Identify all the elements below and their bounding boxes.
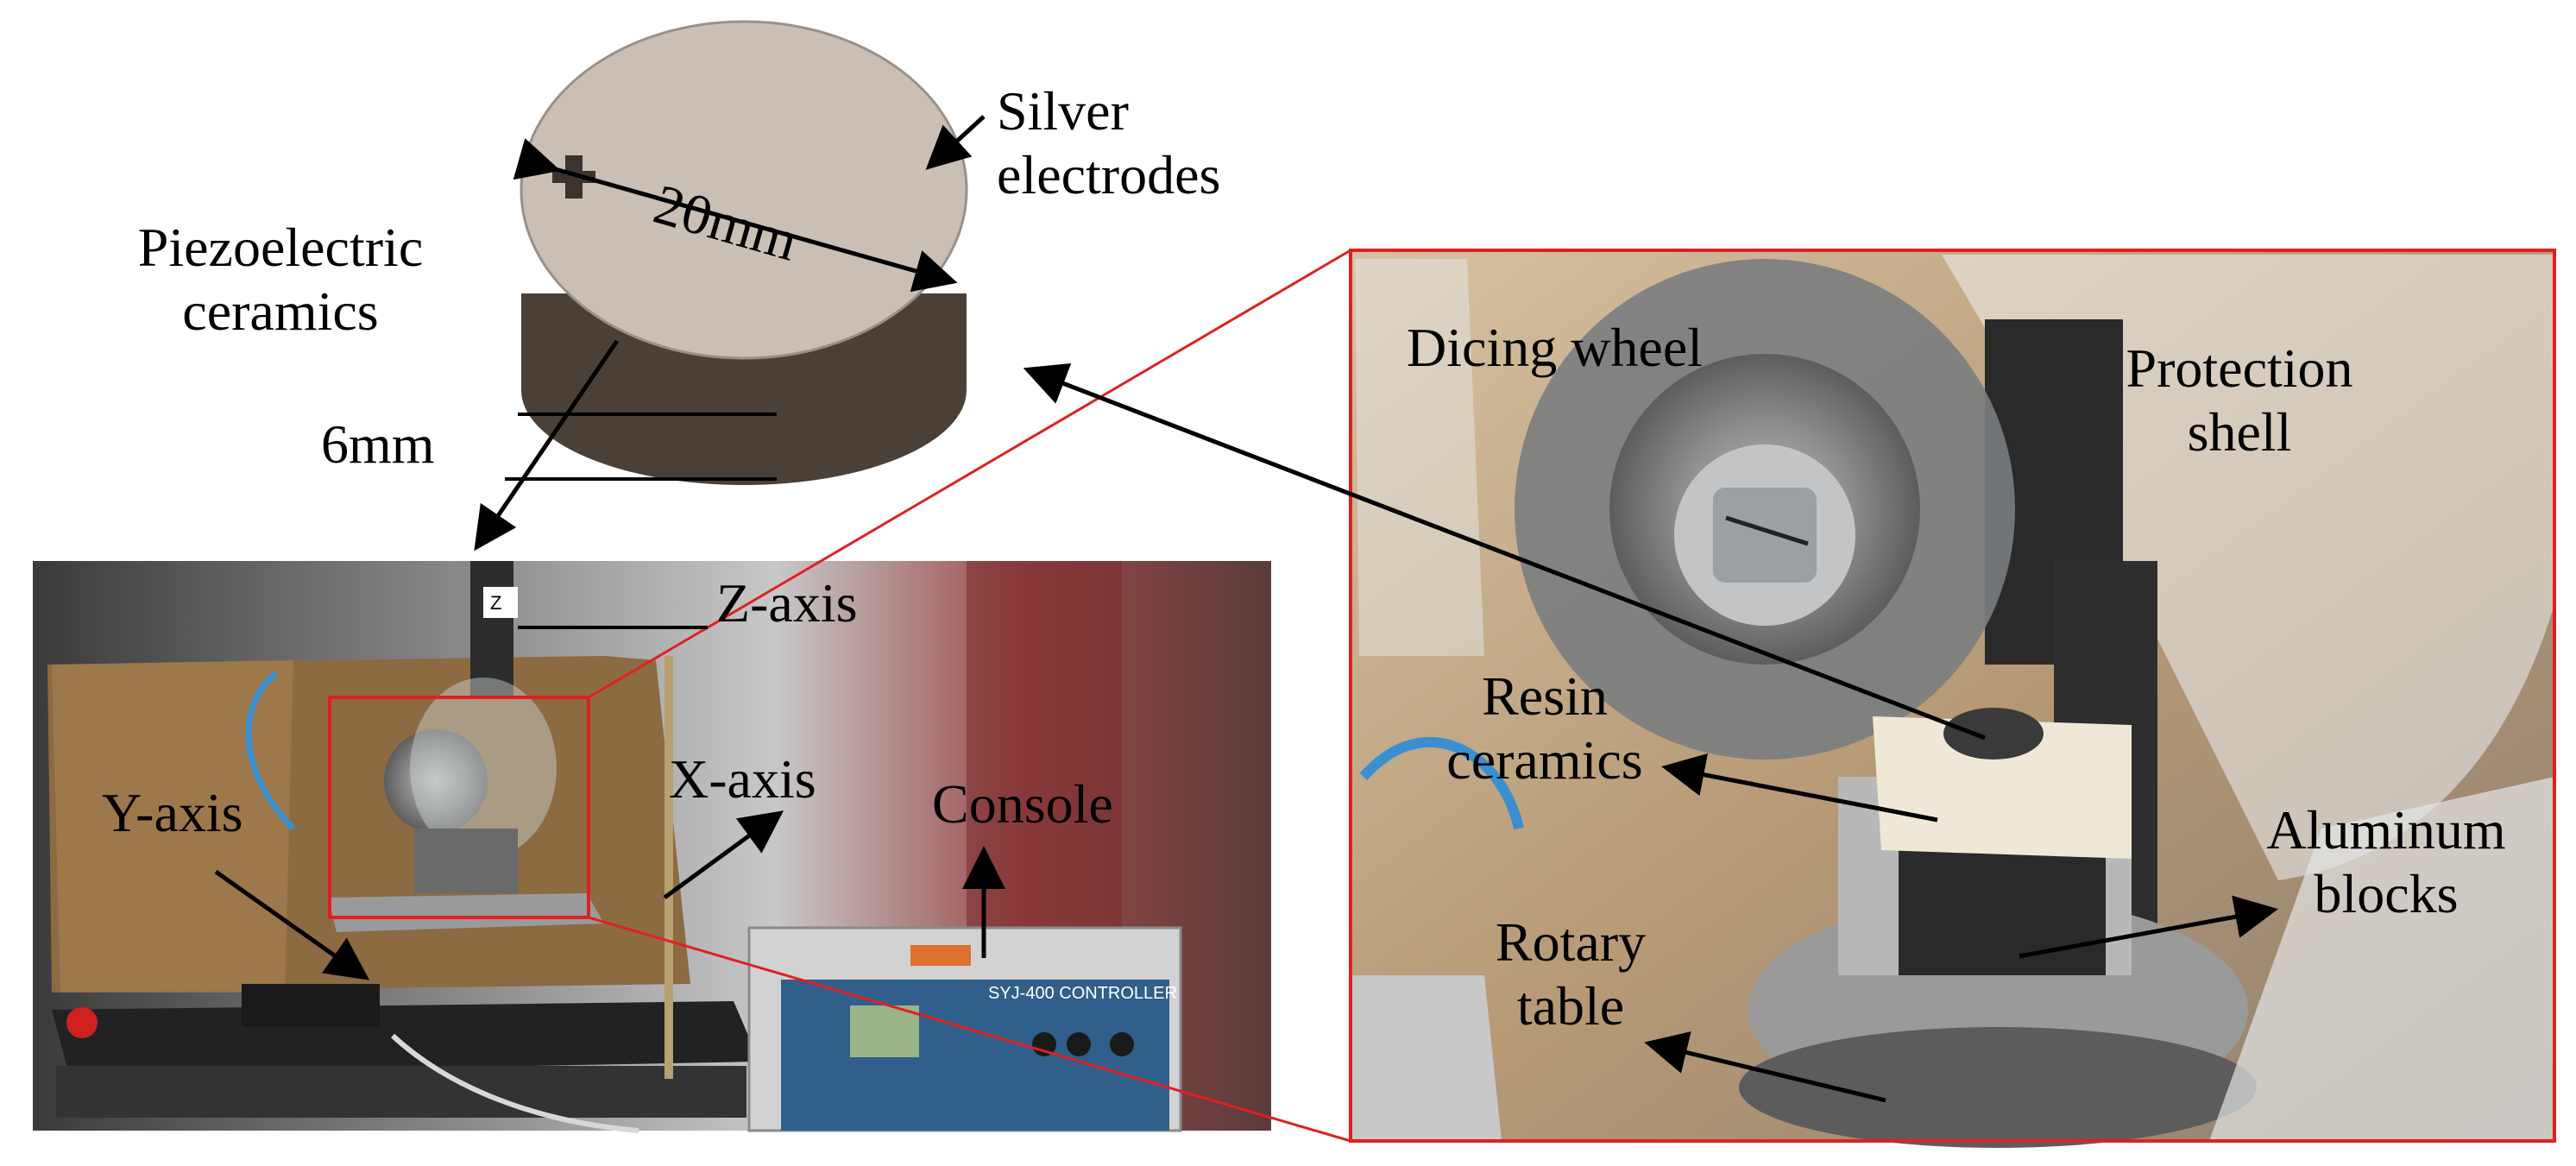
thickness-label: 6mm [321, 413, 435, 475]
aluminum-blocks-arrow [2019, 895, 2278, 959]
piezoelectric-ceramics-label: Piezoelectric ceramics [65, 216, 496, 343]
x-axis-arrow [663, 810, 784, 900]
resin-ceramics-line1: Resin [1482, 665, 1608, 727]
callout-line-top [588, 249, 1351, 699]
piezoelectric-ceramics-line2: ceramics [182, 280, 379, 342]
zoom-frame [1349, 249, 2556, 1143]
console-label: Console [932, 773, 1113, 835]
silver-electrodes-arrow [925, 115, 986, 170]
resin-ceramics-arrow [1661, 753, 1938, 823]
rotary-table-arrow [1644, 1031, 1886, 1103]
silver-electrodes-line2: electrodes [997, 144, 1221, 205]
disc-link-arrow [1023, 363, 1986, 741]
rotary-table-label: Rotary table [1450, 911, 1691, 1038]
x-axis-label: X-axis [669, 748, 816, 810]
diameter-arrow [513, 138, 958, 293]
aluminum-blocks-line1: Aluminum [2266, 799, 2506, 860]
callout-line-bottom [588, 916, 1351, 1143]
callout-source-box [328, 696, 590, 919]
protection-shell-line1: Protection [2126, 337, 2353, 399]
silver-electrodes-label: Silver electrodes [997, 79, 1220, 207]
machine-photo [33, 561, 1271, 1133]
piezoelectric-ceramics-line1: Piezoelectric [137, 217, 424, 278]
dicing-wheel-label: Dicing wheel [1407, 317, 1703, 378]
resin-ceramics-label: Resin ceramics [1415, 665, 1674, 792]
protection-shell-label: Protection shell [2054, 337, 2425, 464]
thickness-arrow [474, 339, 620, 551]
aluminum-blocks-line2: blocks [2314, 863, 2459, 924]
silver-electrodes-line1: Silver [997, 80, 1129, 142]
zoom-photo [1351, 250, 2554, 1148]
y-axis-arrow [214, 869, 370, 980]
y-axis-label: Y-axis [102, 782, 243, 843]
z-tag-text: Z [490, 592, 502, 614]
rotary-table-line2: table [1516, 975, 1625, 1037]
controller-model-text: SYJ-400 CONTROLLER [988, 984, 1177, 1003]
aluminum-blocks-label: Aluminum blocks [2205, 798, 2567, 926]
protection-shell-line2: shell [2187, 401, 2292, 463]
resin-ceramics-line2: ceramics [1446, 729, 1643, 791]
rotary-table-line1: Rotary [1495, 911, 1647, 973]
z-axis-label: Z-axis [716, 572, 858, 633]
